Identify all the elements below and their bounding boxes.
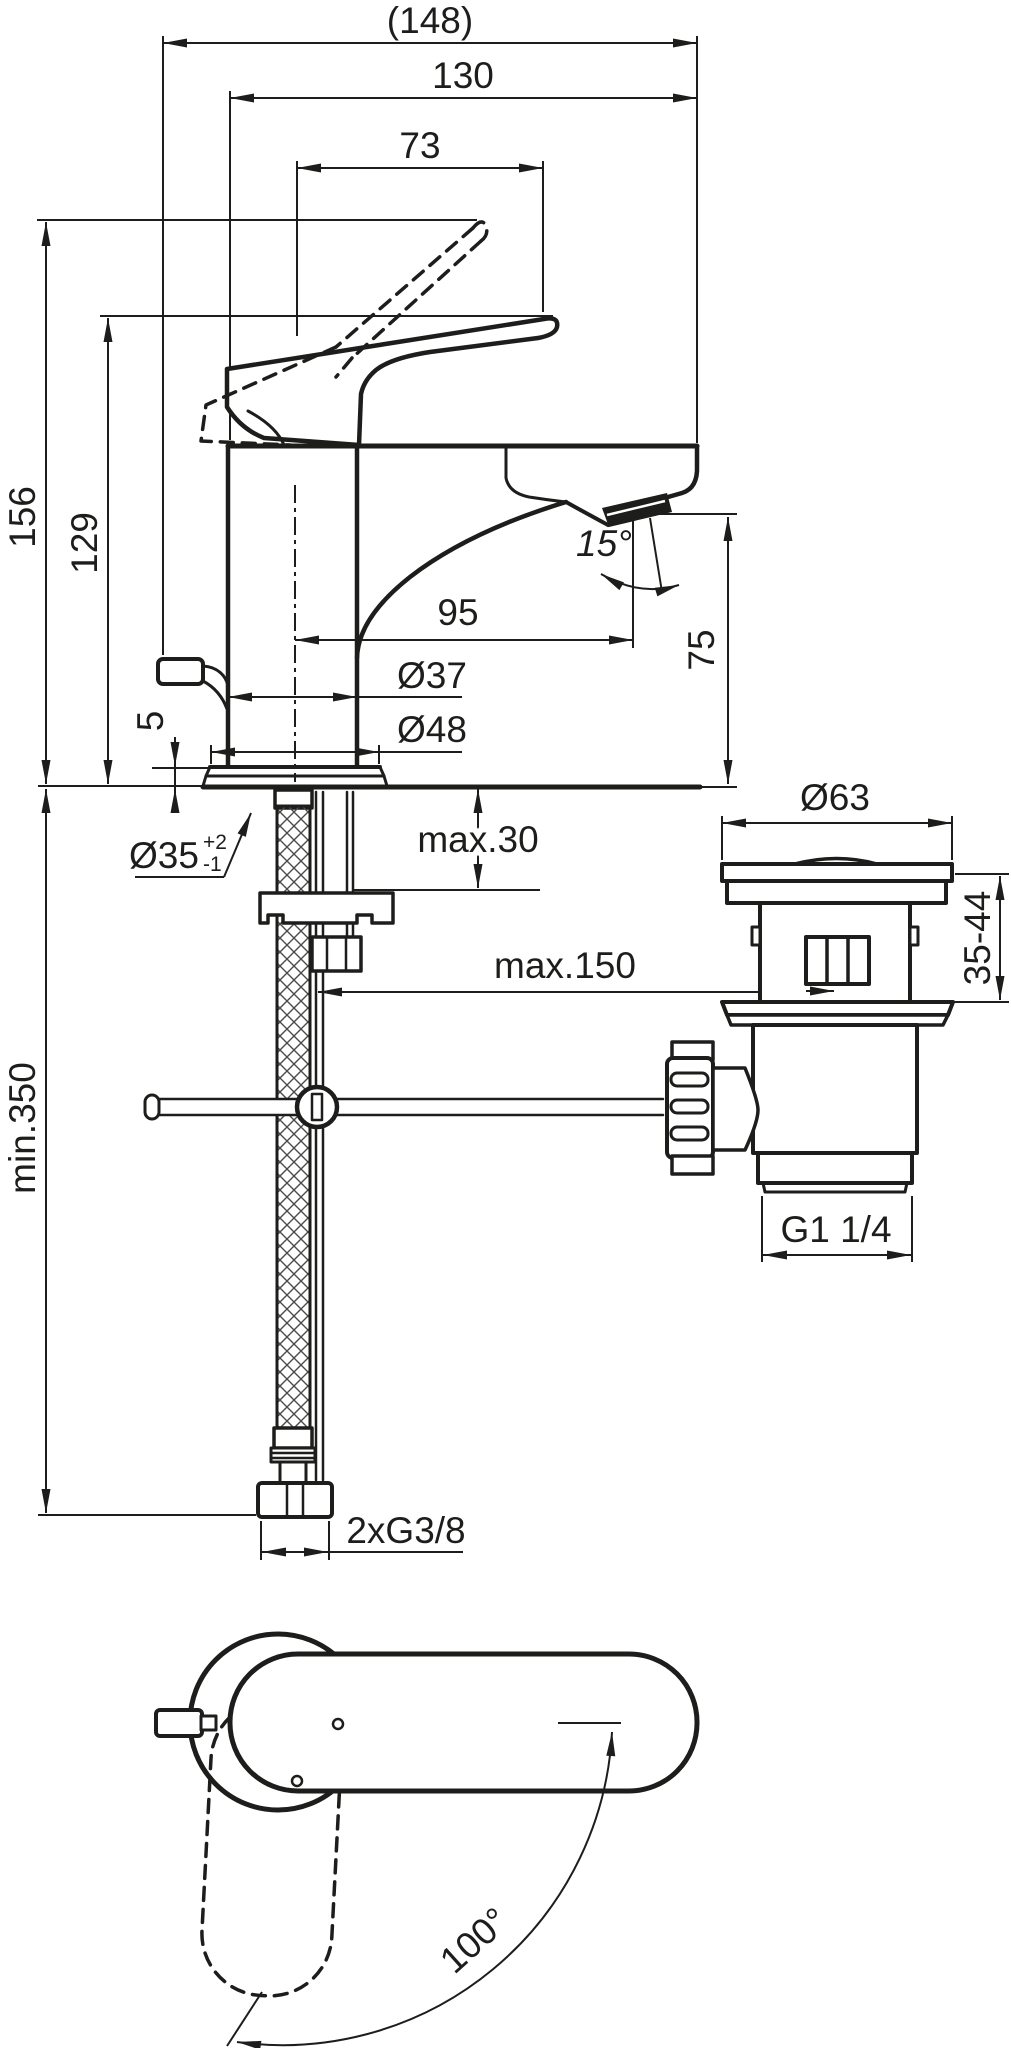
waste-side-tab-right <box>908 925 920 947</box>
dim-flange-diameter-label: Ø63 <box>800 777 870 818</box>
waste-side-tab-left <box>750 925 762 947</box>
ref-swivel-bottom <box>226 1991 263 2047</box>
dim-rod-max-distance-label: max.150 <box>494 945 636 986</box>
top-view: 100° <box>154 1631 700 2048</box>
waste-flange-step <box>725 879 948 905</box>
dim-hole-diameter: Ø35 +2 -1 <box>129 812 252 878</box>
dim-handle-height-label: 129 <box>64 512 105 574</box>
dim-spout-reach-label: 95 <box>437 592 478 633</box>
pull-rod-end-cap <box>143 1093 161 1121</box>
waste-flange <box>720 862 954 883</box>
dim-deck-max-thickness-label: max.30 <box>417 819 538 860</box>
dim-spout-angle: 15° <box>576 517 680 597</box>
hose-end-connector <box>256 1426 334 1519</box>
dim-body-diameter-label: Ø37 <box>397 655 467 696</box>
mounting-bracket <box>258 891 395 925</box>
dim-spout-angle-label: 15° <box>576 523 632 564</box>
dim-handle-swivel-label: 100° <box>432 1900 516 1982</box>
aerator <box>602 493 672 527</box>
waste-knurl-knob <box>665 1040 715 1176</box>
waste-dimensions: Ø63 35-44 max.150 G1 1/4 <box>318 777 1009 1262</box>
dim-clamp-range-label: 35-44 <box>957 891 998 986</box>
dim-waste-thread-label: G1 1/4 <box>780 1209 891 1250</box>
dim-base-plate-height-label: 5 <box>130 711 171 732</box>
dim-supply-thread-label: 2xG3/8 <box>346 1510 465 1551</box>
mounting-nut <box>310 935 363 973</box>
side-outlet-link-bottom <box>201 679 229 711</box>
detail-dot-2 <box>290 1774 304 1788</box>
dim-outlet-height-label: 75 <box>681 629 722 670</box>
dim-supply-thread: 2xG3/8 <box>262 1510 466 1557</box>
dim-spout-width: 130 <box>230 55 697 103</box>
dim-total-height: 156 <box>2 222 51 784</box>
waste-tailpiece <box>756 1151 914 1185</box>
dim-waste-thread: G1 1/4 <box>763 1209 911 1260</box>
dim-base-plate-height: 5 <box>130 711 180 813</box>
waste-seal-lines <box>825 935 850 986</box>
swivel-arc <box>236 1731 616 2048</box>
side-outlet-link-top <box>201 664 230 688</box>
dim-total-width: (148) <box>163 0 697 48</box>
waste-tailpiece-lip <box>761 1181 909 1194</box>
dim-base-diameter: Ø48 <box>211 709 467 757</box>
waste-seal-block <box>804 935 871 986</box>
dim-clamp-range: 35-44 <box>957 876 1005 1000</box>
side-outlet-top <box>154 1708 204 1738</box>
dim-body-diameter: Ø37 <box>228 655 467 702</box>
dim-rod-max-distance: max.150 <box>318 945 834 997</box>
dim-spout-reach: 95 <box>295 592 633 645</box>
handle-raised-dashed <box>199 220 489 447</box>
dim-hole-tol-upper-label: +2 <box>203 831 227 854</box>
aerator-highlight <box>606 499 666 517</box>
handle-pivot-line <box>246 409 286 447</box>
dim-hose-min-length: min.350 <box>2 789 51 1513</box>
faucet-body <box>156 220 703 790</box>
handle-lever <box>224 316 560 448</box>
spout-underside-tip <box>564 500 610 527</box>
dim-spout-width-label: 130 <box>432 55 494 96</box>
pull-rod-clamp-pin <box>310 1092 324 1122</box>
hose-nut <box>256 1481 334 1519</box>
waste-collar-step <box>725 1013 950 1027</box>
waste-assembly: Ø63 35-44 max.150 G1 1/4 <box>318 777 1009 1262</box>
installation-parts <box>143 788 665 1519</box>
dim-total-height-label: 156 <box>2 486 43 548</box>
front-view: (148) 130 73 156 129 95 <box>2 0 737 1560</box>
dim-base-diameter-label: Ø48 <box>397 709 467 750</box>
waste-rod-connector <box>711 1066 760 1152</box>
side-outlet-stem-top <box>199 1714 218 1732</box>
pull-rod <box>143 1084 665 1130</box>
spout-seam <box>504 444 568 504</box>
dim-deck-max-thickness: max.30 <box>411 789 545 888</box>
side-outlet <box>156 657 205 686</box>
dim-outlet-height: 75 <box>681 517 733 784</box>
dim-handle-height: 129 <box>64 318 113 784</box>
dim-flange-diameter: Ø63 <box>722 777 952 828</box>
extension-lines <box>37 36 737 1560</box>
dim-handle-width: 73 <box>297 125 543 173</box>
base-plate-sides <box>201 765 389 788</box>
waste-collar <box>720 1000 955 1017</box>
mounting-nut-facets <box>325 935 348 973</box>
dimension-lines: (148) 130 73 156 129 95 <box>2 0 733 1557</box>
dim-hole-tol-lower-label: -1 <box>203 853 222 876</box>
dim-total-width-label: (148) <box>387 0 473 41</box>
detail-dot-1 <box>331 1717 345 1731</box>
dim-hole-diameter-label: Ø35 <box>129 835 199 876</box>
dim-hose-min-length-label: min.350 <box>2 1062 43 1194</box>
handle-top-outline <box>227 1651 700 1794</box>
waste-lower-body <box>751 1023 919 1155</box>
dim-handle-width-label: 73 <box>399 125 440 166</box>
spout-underside-sweep <box>354 499 569 661</box>
spout-cowl <box>665 443 700 500</box>
